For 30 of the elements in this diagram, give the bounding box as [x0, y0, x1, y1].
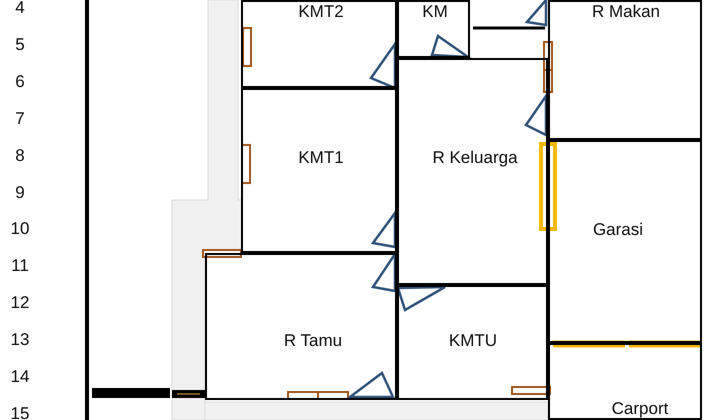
- room-area: [548, 140, 702, 343]
- room-area: [548, 0, 702, 140]
- room-label: KM: [422, 2, 448, 22]
- row-number: 9: [14, 182, 26, 202]
- row-number: 6: [14, 72, 26, 92]
- row-number: 7: [14, 108, 26, 129]
- room-area: [205, 253, 397, 400]
- room-label: R Keluarga: [432, 148, 518, 168]
- room-label: Carport: [612, 399, 668, 419]
- room-label: KMT1: [298, 148, 344, 168]
- room-area: [548, 343, 702, 420]
- row-number: 14: [10, 367, 30, 387]
- row-number: 11: [10, 256, 30, 276]
- row-number: 12: [10, 293, 30, 314]
- row-number: 10: [10, 219, 30, 240]
- row-number: 4: [14, 0, 26, 18]
- row-number: 8: [14, 146, 26, 166]
- row-number: 13: [10, 330, 30, 350]
- room-area: [241, 0, 397, 88]
- room-area: [241, 88, 397, 253]
- room-area: [397, 0, 470, 58]
- room-area: [397, 285, 548, 400]
- row-number: 15: [10, 404, 30, 420]
- room-label: R Makan: [592, 2, 660, 22]
- room-label: KMTU: [448, 331, 498, 351]
- room-label: R Tamu: [284, 331, 342, 351]
- room-label: KMT2: [298, 2, 344, 22]
- room-label: Garasi: [592, 220, 644, 240]
- row-number: 5: [14, 34, 26, 55]
- room-area: [397, 58, 548, 285]
